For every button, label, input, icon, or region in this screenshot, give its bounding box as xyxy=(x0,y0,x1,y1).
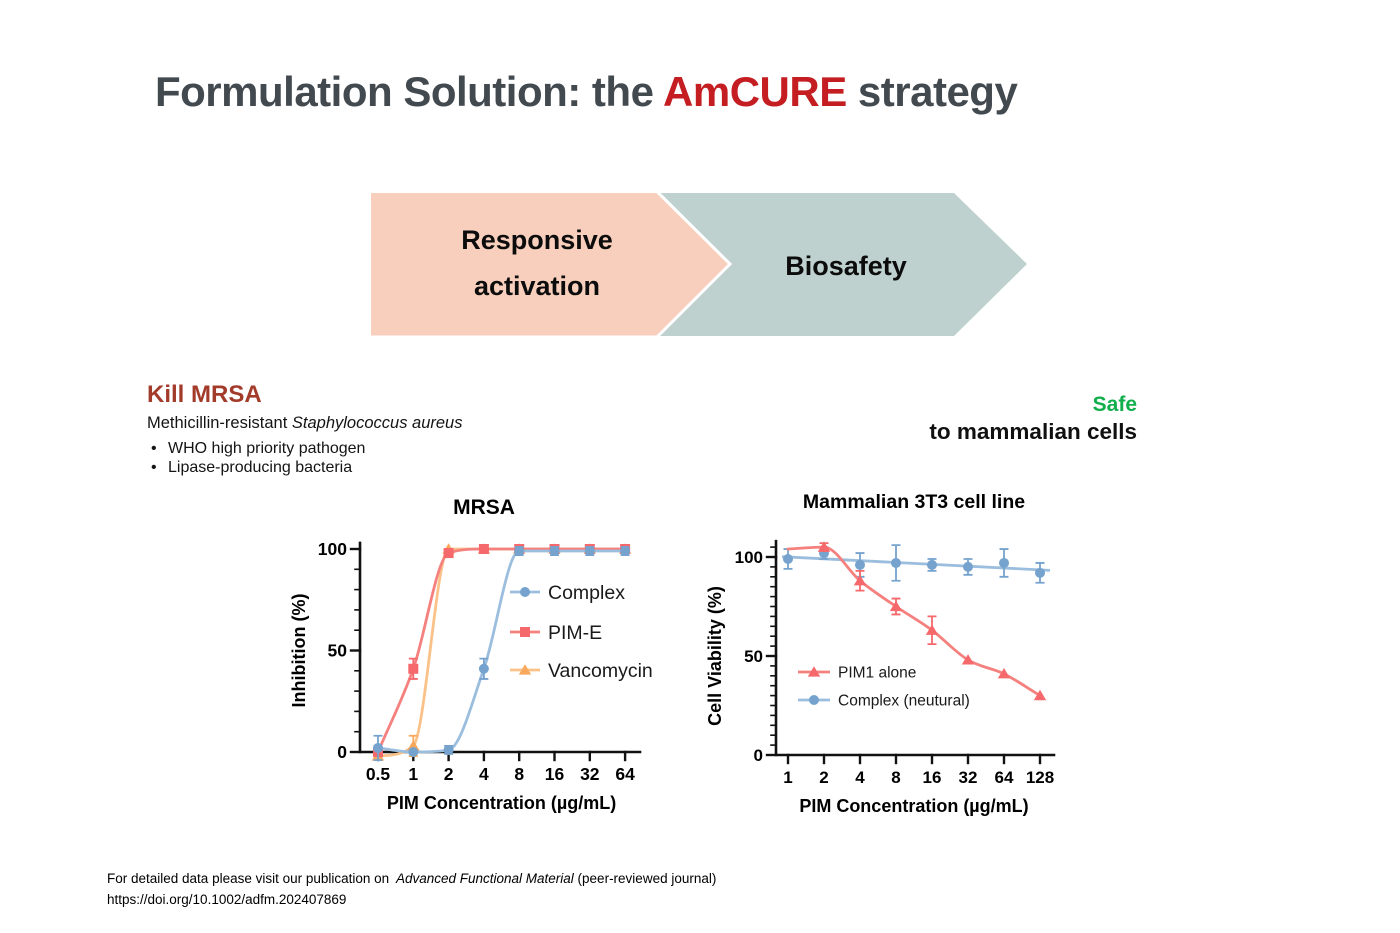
flow-step2-label: Biosafety xyxy=(785,251,907,281)
svg-text:0: 0 xyxy=(754,746,763,765)
subheading-species-italic: Staphylococcus aureus xyxy=(291,414,463,432)
svg-text:64: 64 xyxy=(995,768,1014,787)
bullet-who-pathogen: WHO high priority pathogen xyxy=(147,439,617,458)
axes xyxy=(765,539,1056,765)
svg-text:8: 8 xyxy=(514,764,524,784)
kill-mrsa-heading: Kill MRSA xyxy=(147,381,262,408)
svg-text:128: 128 xyxy=(1026,768,1054,787)
svg-text:16: 16 xyxy=(545,764,565,784)
svg-text:1: 1 xyxy=(783,768,792,787)
bullet-lipase-bacteria: Lipase-producing bacteria xyxy=(147,458,617,477)
3t3-viability-chart: 0 50 100 1 2 4 8 16 32 64 128 Mammalian 3T3 cell li… xyxy=(706,491,1056,816)
page-title: Formulation Solution: the AmCURE strateg… xyxy=(155,68,1018,116)
footer-line1: For detailed data please visit our publi… xyxy=(107,869,716,890)
title-suffix: strategy xyxy=(846,68,1018,115)
footer-journal-name: Advanced Functional Material xyxy=(395,871,574,886)
arrow-biosafety-shape xyxy=(658,193,1027,336)
svg-text:PIM1 alone: PIM1 alone xyxy=(838,664,916,681)
flow-step1-line2: activation xyxy=(473,271,601,301)
axes xyxy=(349,541,642,762)
svg-text:2: 2 xyxy=(444,764,454,784)
kill-mrsa-bullet-list: WHO high priority pathogen Lipase-produc… xyxy=(147,439,617,477)
svg-text:Inhibition (%): Inhibition (%) xyxy=(289,594,309,708)
axis-labels: 0 50 100 0.5 1 2 4 8 16 32 64 MRSA PIM Concentration… xyxy=(289,496,635,813)
svg-text:PIM Concentration (µg/mL): PIM Concentration (µg/mL) xyxy=(799,796,1028,816)
flow-step1-line1: Responsive xyxy=(461,225,613,255)
title-highlight-amcure: AmCURE xyxy=(663,68,847,115)
svg-text:64: 64 xyxy=(615,764,635,784)
svg-text:PIM-E: PIM-E xyxy=(548,622,602,644)
svg-text:0: 0 xyxy=(337,742,347,762)
safe-subheading: to mammalian cells xyxy=(929,419,1137,444)
svg-text:Mammalian 3T3 cell line: Mammalian 3T3 cell line xyxy=(803,491,1025,513)
svg-text:1: 1 xyxy=(408,764,418,784)
subheading-prefix: Methicillin-resistant xyxy=(147,414,292,432)
mrsa-inhibition-chart: 0 50 100 0.5 1 2 4 8 16 32 64 MRSA PIM Concentration… xyxy=(289,496,653,813)
svg-text:Complex: Complex xyxy=(548,582,625,604)
kill-mrsa-subheading: Methicillin-resistant Staphylococcus aur… xyxy=(147,414,617,433)
footer-line1-suffix: (peer-reviewed journal) xyxy=(573,871,717,886)
svg-text:100: 100 xyxy=(735,548,763,567)
svg-text:32: 32 xyxy=(580,764,600,784)
axis-labels: 0 50 100 1 2 4 8 16 32 64 128 Mammalian 3T3 cell li… xyxy=(706,491,1054,816)
svg-text:8: 8 xyxy=(891,768,900,787)
svg-text:PIM Concentration (µg/mL): PIM Concentration (µg/mL) xyxy=(387,793,616,813)
flow-step-biosafety-label: Biosafety xyxy=(658,250,1034,282)
svg-text:Cell Viability (%): Cell Viability (%) xyxy=(706,586,725,726)
svg-text:2: 2 xyxy=(819,768,828,787)
svg-text:50: 50 xyxy=(328,641,348,661)
series-complex xyxy=(373,546,631,762)
svg-text:16: 16 xyxy=(923,768,942,787)
series-vancomycin xyxy=(371,543,632,761)
svg-text:100: 100 xyxy=(318,539,347,559)
kill-mrsa-panel: Kill MRSA Methicillin-resistant Staphylo… xyxy=(147,381,617,477)
svg-text:Vancomycin: Vancomycin xyxy=(548,660,653,682)
footer-citation: For detailed data please visit our publi… xyxy=(107,869,716,910)
title-prefix: Formulation Solution: the xyxy=(155,68,664,115)
footer-doi-url: https://doi.org/10.1002/adfm.202407869 xyxy=(107,891,347,907)
arrow-responsive-activation-shape xyxy=(368,190,733,339)
svg-text:32: 32 xyxy=(959,768,978,787)
safe-panel: Safe to mammalian cells xyxy=(929,392,1137,445)
svg-text:50: 50 xyxy=(744,647,763,666)
flow-arrows-graphic xyxy=(368,190,1027,339)
svg-text:0.5: 0.5 xyxy=(366,764,391,784)
footer-line1-prefix: For detailed data please visit our publi… xyxy=(107,871,393,886)
series-complex-neutural- xyxy=(781,544,1051,584)
series-pim1-alone xyxy=(786,541,1047,701)
safe-heading: Safe xyxy=(1092,393,1137,416)
flow-step-responsive-activation-label: Responsive activation xyxy=(368,217,706,309)
series-pim-e xyxy=(373,544,631,757)
svg-text:Complex (neutural): Complex (neutural) xyxy=(838,692,970,709)
svg-text:MRSA: MRSA xyxy=(453,496,515,519)
svg-text:4: 4 xyxy=(855,768,865,787)
svg-text:4: 4 xyxy=(479,764,489,784)
